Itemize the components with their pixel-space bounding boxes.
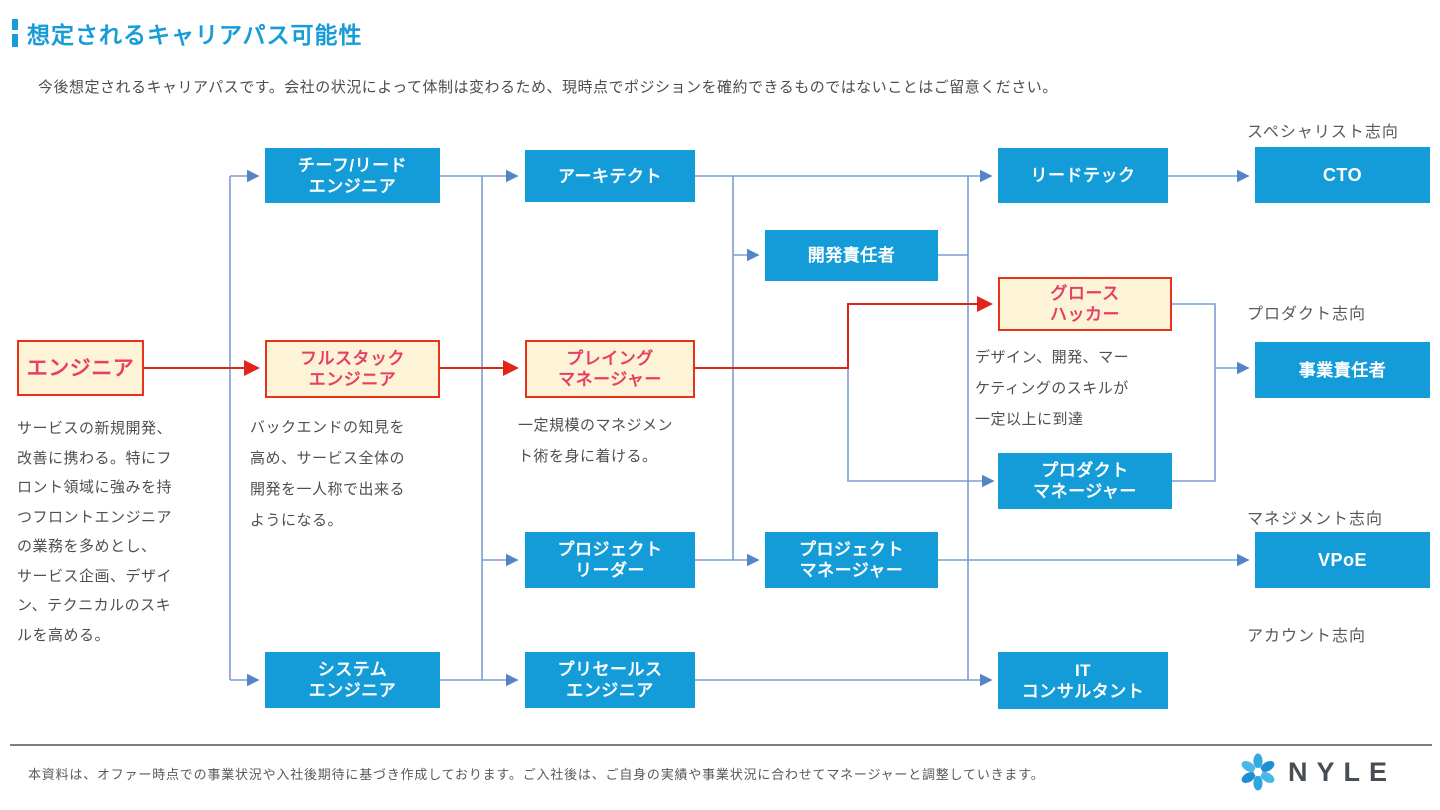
orientation-label-product: プロダクト志向 (1247, 306, 1367, 323)
node-vpoe: VPoE (1255, 532, 1430, 588)
node-presales-engineer: プリセールス エンジニア (525, 652, 695, 708)
node-chief-lead-engineer: チーフ/リード エンジニア (265, 148, 440, 203)
node-cto: CTO (1255, 147, 1430, 203)
node-architect: アーキテクト (525, 150, 695, 202)
nyle-logo-text: NYLE (1287, 756, 1396, 787)
footer-note: 本資料は、オファー時点での事業状況や入社後期待に基づき作成しております。ご入社後… (28, 767, 1045, 782)
title-accent-marker (12, 19, 18, 47)
node-project-leader: プロジェクト リーダー (525, 532, 695, 588)
node-dev-lead: 開発責任者 (765, 230, 938, 281)
node-growth-hacker: グロース ハッカー (998, 277, 1172, 331)
node-product-manager: プロダクト マネージャー (998, 453, 1172, 509)
node-engineer: エンジニア (17, 340, 144, 396)
red-connector-to-growth-hacker (695, 296, 993, 369)
connector-growth-product-join (1172, 303, 1216, 482)
nyle-logo: NYLE (1238, 752, 1396, 792)
desc-playing-manager: 一定規模のマネジメン ト術を身に着ける。 (518, 417, 674, 465)
node-system-engineer: システム エンジニア (265, 652, 440, 708)
orientation-label-account: アカウント志向 (1247, 628, 1367, 645)
node-fullstack-engineer: フルスタック エンジニア (265, 340, 440, 398)
orientation-label-specialist: スペシャリスト志向 (1247, 124, 1399, 141)
page-title-row: 想定されるキャリアパス可能性 (12, 16, 363, 50)
node-playing-manager: プレイング マネージャー (525, 340, 695, 398)
node-project-manager: プロジェクト マネージャー (765, 532, 938, 588)
orientation-label-management: マネジメント志向 (1247, 511, 1384, 528)
footer-divider (10, 744, 1432, 746)
desc-fullstack: バックエンドの知見を 高め、サービス全体の 開発を一人称で出来る ようになる。 (250, 419, 406, 529)
desc-engineer: サービスの新規開発、 改善に携わる。特にフ ロント領域に強みを持 つフロントエン… (17, 420, 173, 644)
subtitle-note: 今後想定されるキャリアパスです。会社の状況によって体制は変わるため、現時点でポジ… (38, 79, 1058, 96)
node-it-consultant: IT コンサルタント (998, 652, 1168, 709)
nyle-flower-icon (1241, 753, 1275, 791)
desc-growth-hacker: デザイン、開発、マー ケティングのスキルが 一定以上に到達 (975, 349, 1130, 428)
connector-to-product-manager (847, 368, 995, 488)
node-business-owner: 事業責任者 (1255, 342, 1430, 398)
page-title: 想定されるキャリアパス可能性 (27, 22, 363, 48)
node-lead-tech: リードテック (998, 148, 1168, 203)
